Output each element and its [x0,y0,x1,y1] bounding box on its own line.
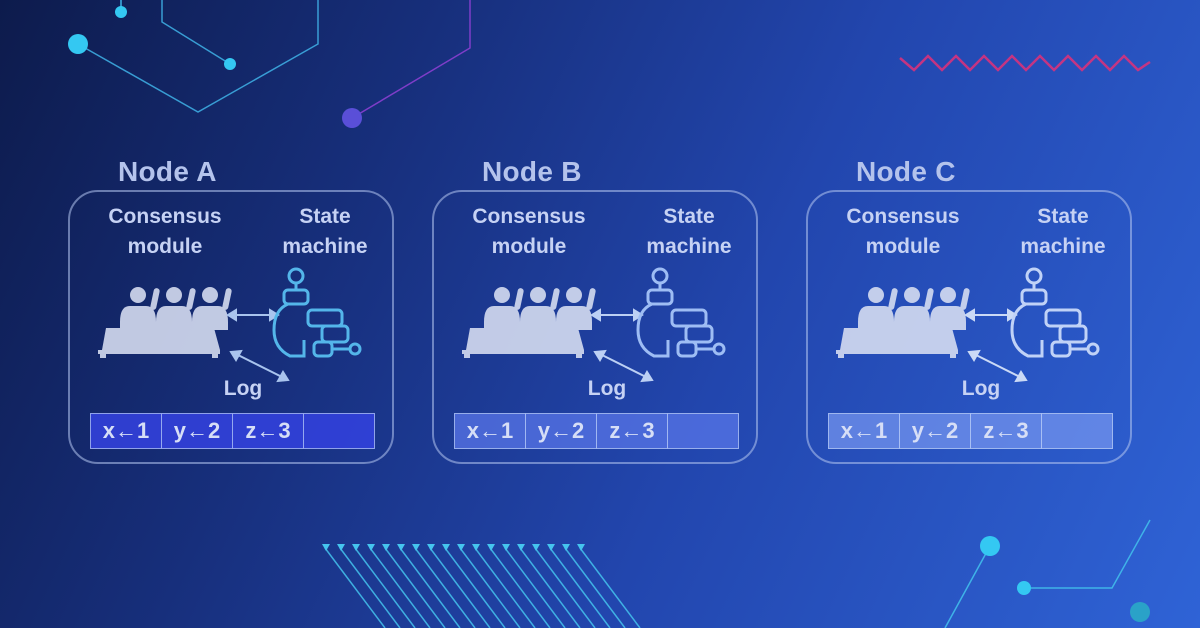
consensus-label-line2: module [865,235,941,258]
log-entries: x←1 y←2 z←3 [454,413,739,449]
log-cell: y←2 [161,413,233,449]
state-machine-label: State machine [266,202,384,262]
log-entries: x←1 y←2 z←3 [828,413,1113,449]
log-cell: x←1 [828,413,900,449]
state-label-line1: State [663,205,715,228]
node-frame [68,190,394,464]
consensus-module-label: Consensus module [452,202,606,262]
log-arrow-icon [967,349,1028,383]
log-arrow-icon [229,349,290,383]
log-cell: z←3 [596,413,668,449]
consensus-label-line1: Consensus [472,205,586,228]
consensus-module-label: Consensus module [88,202,242,262]
state-machine-icon [636,267,726,358]
state-machine-label: State machine [630,202,748,262]
voting-committee-icon [836,287,970,358]
state-label-line2: machine [646,235,732,258]
state-label-line1: State [299,205,351,228]
state-label-line1: State [1037,205,1089,228]
node-title: Node A [118,156,217,187]
state-label-line2: machine [282,235,368,258]
log-label: Log [961,377,1001,400]
log-label: Log [587,377,627,400]
node-title: Node C [856,156,956,187]
node-frame [806,190,1132,464]
state-machine-label: State machine [1004,202,1122,262]
node-title: Node B [482,156,582,187]
log-cell: z←3 [970,413,1042,449]
node-frame [432,190,758,464]
node-illustration [836,267,1100,383]
log-entries: x←1 y←2 z←3 [90,413,375,449]
double-arrow-icon [964,308,1018,322]
node-b-panel: Node B Consensus module State machine [432,150,762,470]
voting-committee-icon [462,287,596,358]
log-label: Log [223,377,263,400]
node-a-panel: Node A Consensus module State machine [68,150,398,470]
consensus-label-line1: Consensus [846,205,960,228]
node-c-panel: Node C Consensus module State machine [806,150,1136,470]
log-cell-empty [303,413,375,449]
state-machine-icon [272,267,362,358]
state-machine-icon [1010,267,1100,358]
consensus-module-label: Consensus module [826,202,980,262]
node-illustration [98,267,362,383]
double-arrow-icon [226,308,280,322]
node-illustration [462,267,726,383]
log-cell: z←3 [232,413,304,449]
double-arrow-icon [590,308,644,322]
log-arrow-icon [593,349,654,383]
consensus-label-line1: Consensus [108,205,222,228]
consensus-label-line2: module [491,235,567,258]
log-cell-empty [1041,413,1113,449]
log-cell: x←1 [454,413,526,449]
voting-committee-icon [98,287,232,358]
consensus-label-line2: module [127,235,203,258]
state-label-line2: machine [1020,235,1106,258]
log-cell: y←2 [899,413,971,449]
log-cell: x←1 [90,413,162,449]
log-cell: y←2 [525,413,597,449]
log-cell-empty [667,413,739,449]
